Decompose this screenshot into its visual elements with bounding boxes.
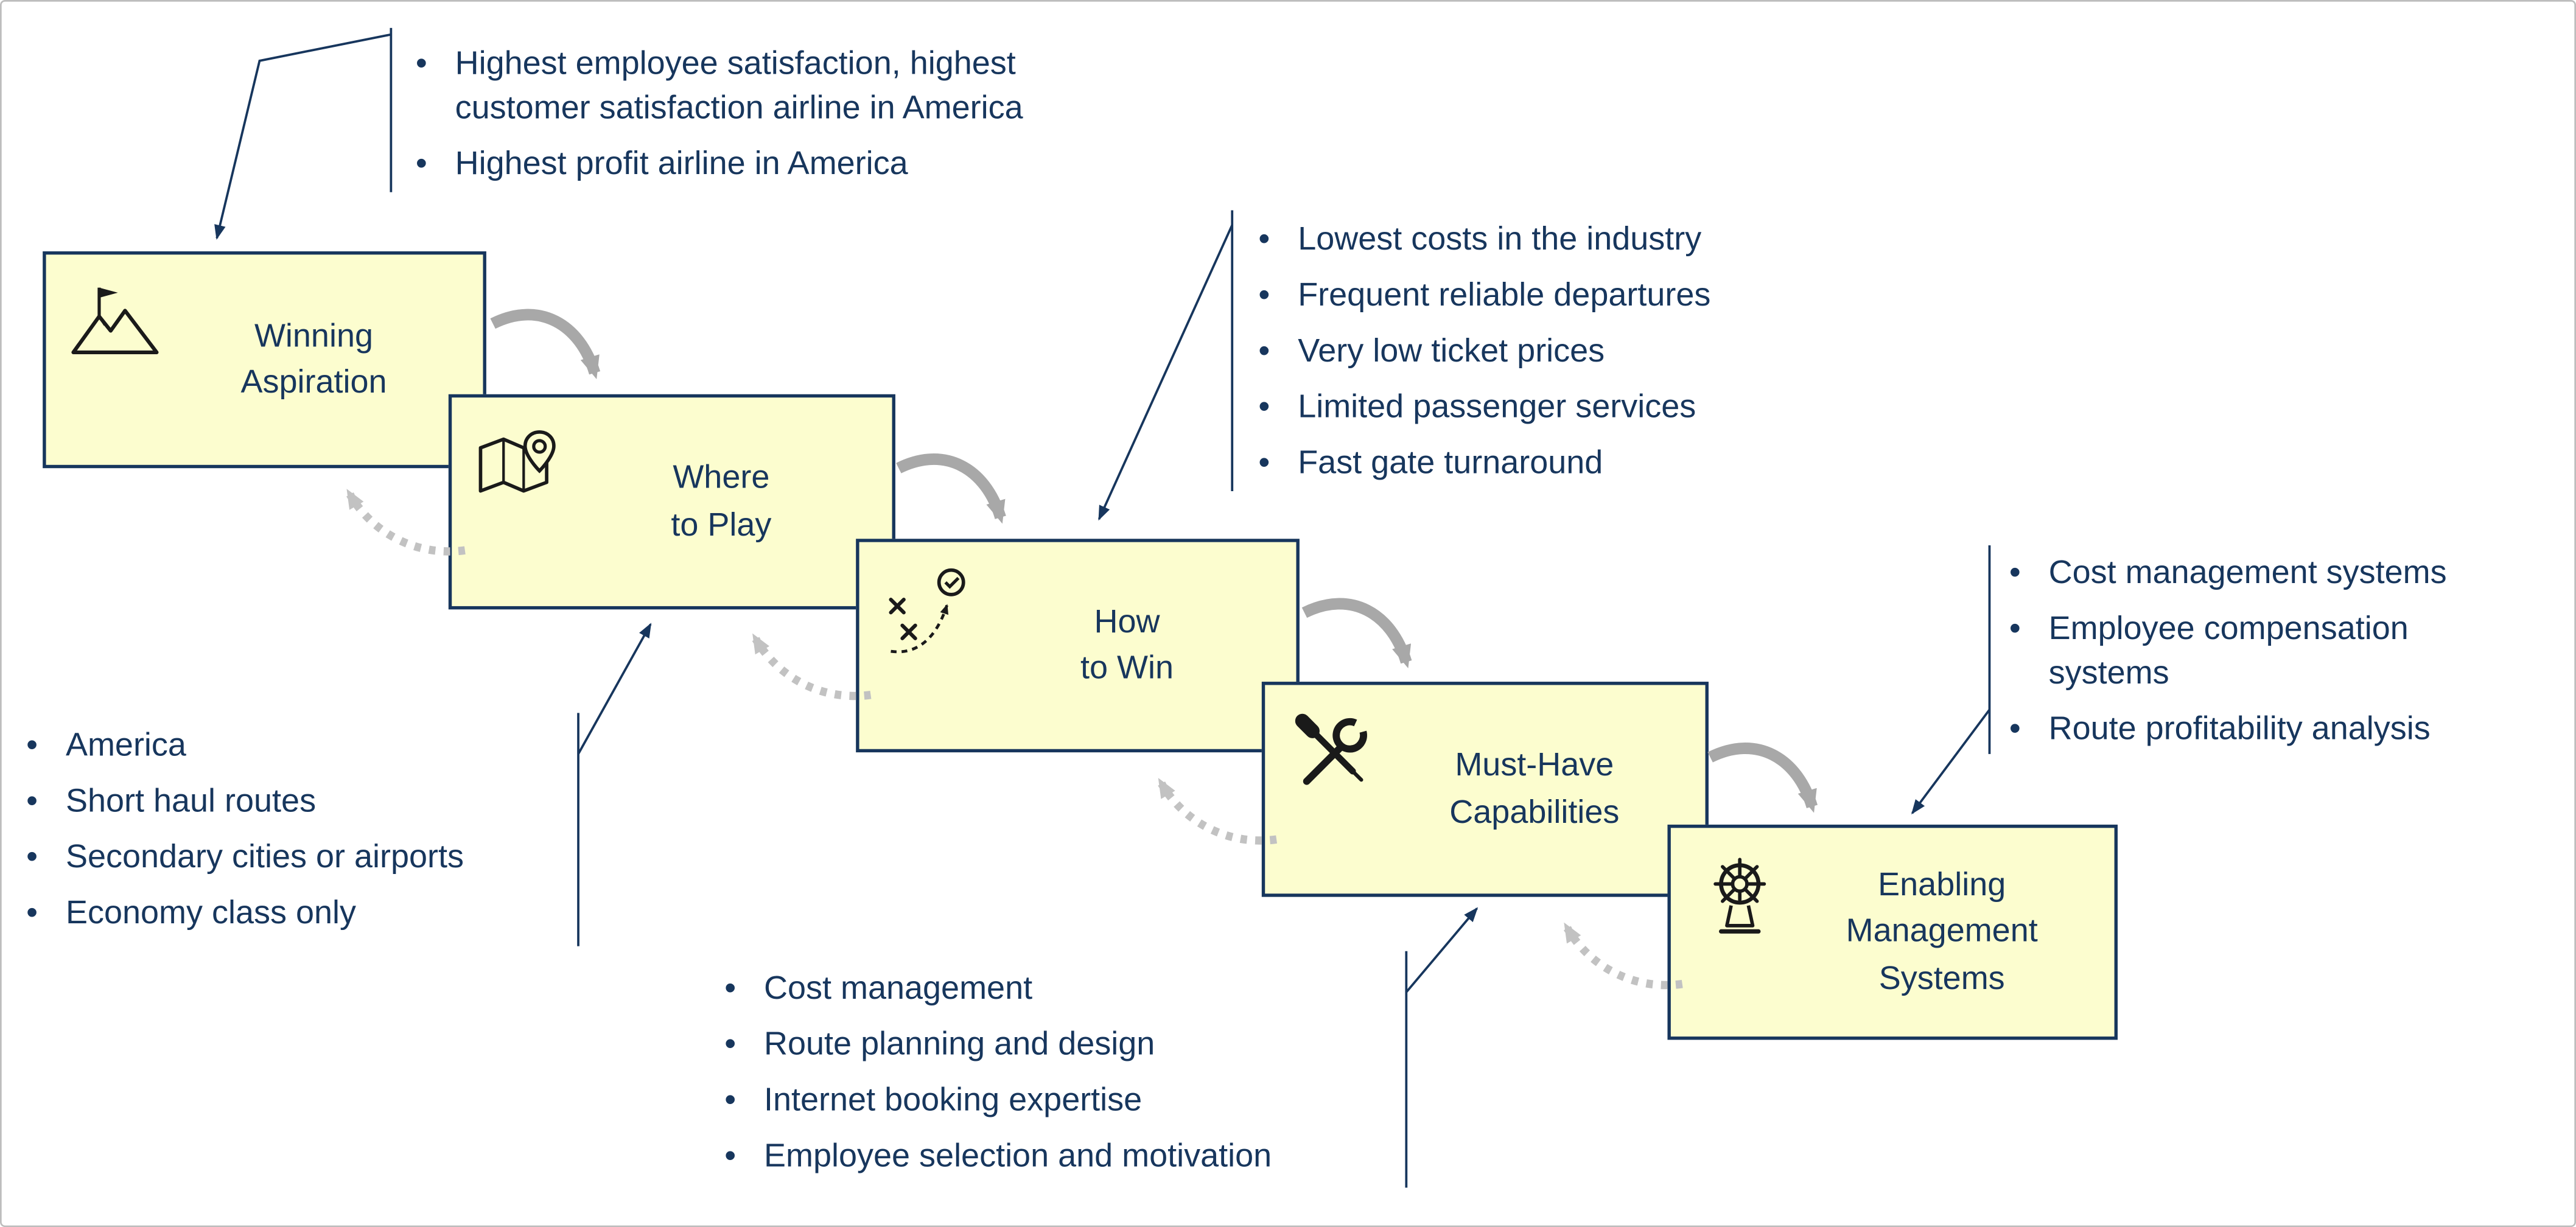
bullet-item: Employee compensation systems — [2009, 608, 2502, 697]
bullet-item: Internet booking expertise — [724, 1079, 1398, 1124]
bullet-item: Secondary cities or airports — [26, 836, 585, 881]
bullet-item: Highest profit airline in America — [416, 143, 1149, 187]
bullet-item: Route planning and design — [724, 1023, 1398, 1068]
step-label-must-have-capabilities: Must-Have Capabilities — [1380, 743, 1689, 836]
bullet-item: Cost management — [724, 968, 1398, 1012]
step-must-have-capabilities: Must-Have Capabilities — [1261, 682, 1709, 897]
bullet-item: Lowest costs in the industry — [1258, 218, 1817, 263]
callout-how-to-win: Lowest costs in the industry Frequent re… — [1258, 218, 1817, 498]
step-label-line: to Win — [1080, 650, 1174, 687]
step-label-line: Aspiration — [240, 365, 387, 401]
flow-arrow-2-3 — [896, 453, 1006, 524]
step-label-line: Must-Have — [1455, 747, 1614, 784]
leader-arrow-enabling-management-systems — [1911, 708, 1990, 815]
callout-winning-aspiration: Highest employee satisfaction, highest c… — [416, 43, 1149, 198]
crossed-tools-icon — [1288, 708, 1380, 800]
leader-arrow-winning-aspiration — [214, 33, 391, 240]
bullet-item: Highest employee satisfaction, highest c… — [416, 43, 1149, 131]
step-label-line: How — [1094, 604, 1160, 640]
step-label-enabling-management-systems: Enabling Management Systems — [1786, 862, 2098, 1002]
leader-arrow-how-to-win — [1097, 224, 1233, 521]
step-label-line: to Play — [671, 506, 772, 544]
return-arrow-3-2 — [752, 633, 872, 701]
bullet-item: Fast gate turnaround — [1258, 442, 1817, 486]
step-label-line: Enabling — [1878, 867, 2006, 904]
flow-arrow-4-5 — [1707, 743, 1818, 813]
step-label-line: Where — [673, 460, 770, 497]
bullet-item: America — [26, 724, 585, 769]
step-label-winning-aspiration: Winning Aspiration — [161, 313, 467, 406]
leader-arrow-where-to-play — [577, 623, 652, 755]
ship-wheel-icon — [1694, 851, 1786, 943]
bullet-item: Very low ticket prices — [1258, 330, 1817, 374]
bullet-item: Short haul routes — [26, 780, 585, 825]
leader-arrow-must-have-capabilities — [1405, 907, 1479, 993]
flow-arrow-3-4 — [1301, 598, 1412, 669]
bullet-item: Cost management systems — [2009, 552, 2502, 596]
step-label-line: Management — [1846, 914, 2038, 950]
return-arrow-5-4 — [1564, 922, 1683, 990]
step-label-line: Winning — [254, 318, 374, 354]
bullet-item: Limited passenger services — [1258, 386, 1817, 430]
strategy-play-icon — [882, 565, 974, 657]
mountain-flag-icon — [69, 278, 161, 369]
step-winning-aspiration: Winning Aspiration — [43, 251, 486, 469]
bullet-item: Route profitability analysis — [2009, 708, 2502, 752]
step-label-line: Systems — [1878, 960, 2005, 997]
return-arrow-2-1 — [346, 489, 466, 556]
step-label-line: Capabilities — [1449, 794, 1620, 831]
flow-arrow-1-2 — [490, 309, 601, 380]
step-label-how-to-win: How to Win — [974, 599, 1279, 692]
step-label-where-to-play: Where to Play — [567, 455, 875, 548]
step-where-to-play: Where to Play — [448, 394, 895, 610]
return-arrow-4-3 — [1158, 778, 1278, 845]
map-pin-icon — [475, 421, 567, 512]
bullet-item: Employee selection and motivation — [724, 1135, 1398, 1180]
callout-where-to-play: America Short haul routes Secondary citi… — [26, 724, 585, 948]
callout-must-have-capabilities: Cost management Route planning and desig… — [724, 968, 1398, 1191]
step-enabling-management-systems: Enabling Management Systems — [1667, 824, 2118, 1040]
step-how-to-win: How to Win — [856, 539, 1300, 753]
bullet-item: Economy class only — [26, 892, 585, 937]
bullet-item: Frequent reliable departures — [1258, 274, 1817, 319]
callout-enabling-management-systems: Cost management systems Employee compens… — [2009, 552, 2502, 764]
